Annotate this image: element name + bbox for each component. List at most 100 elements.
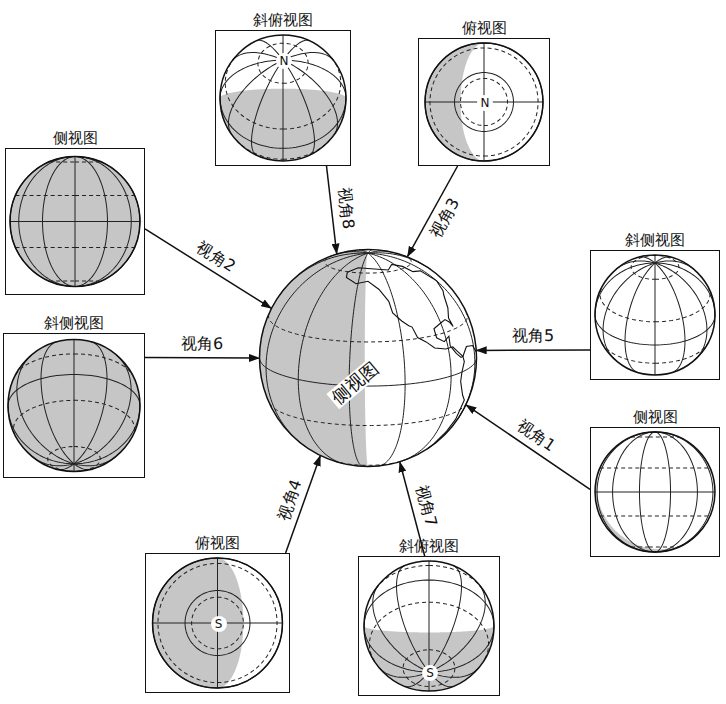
parallel <box>14 400 135 434</box>
view-box: 侧视图 <box>5 148 145 295</box>
pole-label: N <box>477 95 493 111</box>
view-title: 斜侧视图 <box>625 231 685 249</box>
parallel <box>631 255 679 279</box>
parallel <box>15 247 134 248</box>
meridian <box>364 626 429 672</box>
parallel <box>258 43 308 83</box>
globe-disc <box>595 255 715 375</box>
night-side <box>595 454 701 552</box>
meridian <box>368 253 431 270</box>
parallel <box>600 468 710 469</box>
parallel <box>600 515 710 516</box>
view-arrow <box>145 357 259 359</box>
meridian <box>252 60 283 155</box>
globe-node: 侧视图 <box>258 248 478 468</box>
view-angle-label: 视角5 <box>510 327 556 345</box>
globe-disc <box>425 43 543 161</box>
globe-outline <box>260 250 477 467</box>
pole-label: S <box>211 616 227 632</box>
meridian <box>283 60 314 155</box>
globe-disc <box>595 432 715 552</box>
parallel <box>48 447 101 472</box>
parallel <box>192 597 244 649</box>
view-angle-label: 视角8 <box>334 184 357 232</box>
parallel <box>595 315 715 345</box>
meridian <box>74 464 90 470</box>
parallel <box>158 563 277 682</box>
view-title: 斜侧视图 <box>44 314 104 332</box>
parallel <box>376 566 482 589</box>
parallel <box>8 375 140 406</box>
view-arrow <box>466 405 590 489</box>
view-title: 斜俯视图 <box>253 11 313 29</box>
parallel <box>600 289 710 322</box>
view-arrow <box>327 166 337 254</box>
parallel <box>460 78 507 125</box>
globe-disc <box>220 35 346 161</box>
meridian <box>73 464 74 472</box>
globe-thumbnail <box>591 428 719 556</box>
meridian <box>428 561 429 672</box>
parallel <box>364 580 494 626</box>
meridian <box>368 253 475 417</box>
meridian <box>8 406 74 464</box>
globe-thumbnail <box>4 334 144 477</box>
view-angle-label: 视角3 <box>426 193 464 242</box>
view-angle-label: 视角1 <box>512 415 560 456</box>
meridian <box>41 342 74 464</box>
meridian <box>655 263 715 315</box>
view-title: 侧视图 <box>633 408 678 426</box>
parallel <box>425 43 543 161</box>
pole-label: S <box>422 665 438 681</box>
parallel <box>455 73 514 132</box>
globe-outline <box>595 432 715 552</box>
continent-outline <box>346 264 462 357</box>
view-arrow <box>145 229 271 308</box>
meridian <box>373 585 429 672</box>
globe-thumbnail <box>216 31 350 165</box>
globe-outline <box>425 43 543 161</box>
view-title: 俯视图 <box>462 19 507 37</box>
parallel <box>236 140 329 159</box>
parallel <box>631 436 679 437</box>
view-title: 俯视图 <box>195 534 240 552</box>
parallel <box>49 281 101 282</box>
globe-thumbnail <box>591 251 719 379</box>
globe-disc <box>153 558 283 688</box>
view-box: 斜俯视图N <box>215 30 351 166</box>
meridian <box>266 253 368 446</box>
view-box: 斜侧视图 <box>590 250 720 380</box>
meridian <box>655 263 685 373</box>
meridian <box>74 342 107 464</box>
meridian <box>74 406 140 464</box>
globe-disc <box>364 561 494 691</box>
pole-label: N <box>276 53 292 69</box>
parallel <box>602 343 708 363</box>
globe-outline <box>364 561 494 691</box>
night-side <box>10 157 140 287</box>
parallel <box>153 558 283 688</box>
meridian <box>429 626 494 672</box>
view-angle-label: 视角6 <box>179 335 225 353</box>
parallel <box>15 195 134 196</box>
meridian <box>282 60 283 161</box>
globe-outline <box>8 340 140 472</box>
globe-outline <box>220 35 346 161</box>
view-box: 斜俯视图S <box>358 556 500 696</box>
meridian <box>283 60 338 134</box>
view-box: 俯视图N <box>418 38 550 166</box>
meridian <box>654 263 655 375</box>
globe-outline <box>10 157 140 287</box>
globe-disc <box>8 340 140 472</box>
parallel <box>403 650 455 687</box>
view-title: 侧视图 <box>53 129 98 147</box>
night-side <box>8 340 140 472</box>
view-box: 俯视图S <box>145 553 290 693</box>
view-box: 斜侧视图 <box>3 333 145 478</box>
parallel <box>220 98 346 148</box>
view-box: 侧视图 <box>590 427 720 557</box>
parallel <box>16 354 133 375</box>
meridian <box>654 255 655 263</box>
globe-disc <box>10 157 140 287</box>
